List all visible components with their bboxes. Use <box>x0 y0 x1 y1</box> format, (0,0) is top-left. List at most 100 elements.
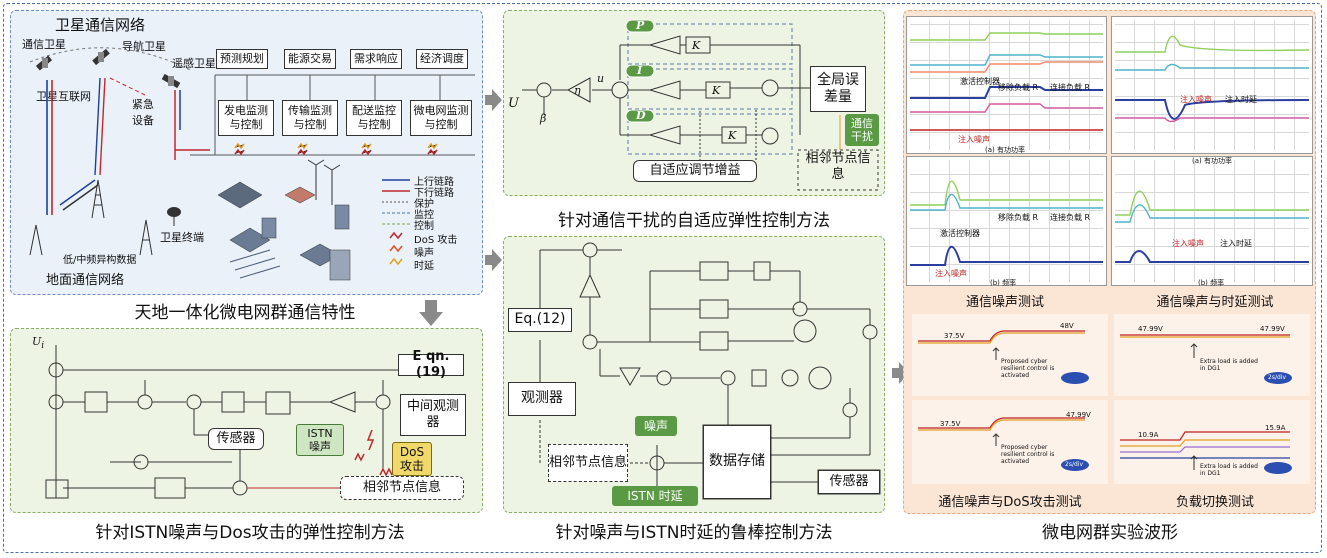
legend-uplink: 上行链路 <box>414 177 454 188</box>
dish-icon <box>167 207 181 226</box>
legend-control: 控制 <box>414 221 434 232</box>
box-demand-response: 需求响应 <box>350 49 402 69</box>
istn-delay-tag: ISTN 时延 <box>612 486 698 506</box>
caption-robust: 针对噪声与ISTN时延的鲁棒控制方法 <box>555 523 833 543</box>
legend-monitor: 监控 <box>414 210 434 221</box>
sensor-box-p4: 传感器 <box>818 470 880 494</box>
data-storage-box: 数据存储 <box>703 425 771 499</box>
tower-icon <box>29 179 153 256</box>
global-error-box: 全局误差量 <box>810 66 866 112</box>
scope1-activate: 激活控制器 <box>960 77 1000 86</box>
legend-noise: 噪声 <box>414 248 434 259</box>
scope3-caption: (b) 频率 <box>990 279 1017 287</box>
figure-frame <box>3 3 1322 553</box>
box-generation-monitor: 发电监测与控制 <box>218 100 274 136</box>
scope4-inject-delay: 注入时延 <box>1220 239 1252 248</box>
kp-symbol: K <box>692 39 701 52</box>
istn-noise-tag: ISTN噪声 <box>296 424 344 456</box>
label-nav-sat: 导航卫星 <box>122 40 166 53</box>
legend-delay: 时延 <box>414 261 434 272</box>
load2-a109: 10.9A <box>1138 431 1159 439</box>
scope1-inject-noise: 注入噪声 <box>958 135 990 144</box>
dos1-v48: 48V <box>1060 322 1074 330</box>
scope4-caption: (b) 频率 <box>1198 279 1225 287</box>
scope3-move-load: 移除负载 R <box>998 213 1039 222</box>
scope1-caption: (a) 有功功率 <box>985 146 1025 154</box>
eq12-box: Eq.(12) <box>508 308 572 332</box>
subcap-noise-delay: 通信噪声与时延测试 <box>1156 295 1274 310</box>
caption-adaptive: 针对通信干扰的自适应弹性控制方法 <box>558 211 830 231</box>
scope1-move-load: 移除负载 R <box>998 83 1039 92</box>
box-energy-trading: 能源交易 <box>284 49 336 69</box>
dos-tag: DoS攻击 <box>392 442 432 476</box>
subcap-noise: 通信噪声测试 <box>965 295 1044 310</box>
label-sat-terminal: 卫星终端 <box>160 231 204 244</box>
pid-label-i: I <box>637 64 643 77</box>
box-forecast-planning: 预测规划 <box>216 49 268 69</box>
neighbor-info-box-p4: 相邻节点信息 <box>548 444 628 482</box>
dos1-proposed: Proposed cyber resilient control is acti… <box>1001 358 1055 379</box>
dos2-proposed: Proposed cyber resilient control is acti… <box>1001 444 1055 465</box>
nav-sat-icon <box>92 48 110 66</box>
pid-label-p: P <box>636 19 645 32</box>
eta-symbol: η <box>574 84 581 97</box>
scope1-connect-load: 连接负载 R <box>1050 83 1091 92</box>
box-distribution-monitor: 配送监控与控制 <box>346 100 402 136</box>
subcap-load: 负载切换测试 <box>1175 495 1254 510</box>
dos2-v375: 37.5V <box>940 420 961 428</box>
scope3-activate: 激活控制器 <box>940 229 980 238</box>
dos2-v4799: 47.99V <box>1066 411 1091 419</box>
load1-time: 2s/div <box>1268 374 1286 381</box>
legend-lines <box>382 179 410 266</box>
scope-noise-power <box>906 16 1107 154</box>
ki-symbol: K <box>712 84 721 97</box>
microgrid-illustration <box>217 181 351 281</box>
label-low-mid-freq: 低/中频异构数据 <box>63 255 137 266</box>
subcap-noise-dos: 通信噪声与DoS攻击测试 <box>938 495 1082 510</box>
ground-network-title: 地面通信网络 <box>46 273 125 288</box>
ui-symbol: U <box>508 96 519 111</box>
beta-symbol: β <box>540 112 547 125</box>
observer-box: 观测器 <box>508 382 576 416</box>
scope4-inject-noise: 注入噪声 <box>1172 239 1204 248</box>
legend-protection: 保护 <box>414 199 434 210</box>
intermediate-observer-box: 中间观测器 <box>400 394 466 436</box>
ui-output-label: Ui <box>32 335 45 352</box>
scope-delay-power <box>1111 16 1313 154</box>
label-comm-sat: 通信卫星 <box>22 38 66 51</box>
legend-dos: DoS 攻击 <box>414 235 458 246</box>
scope2-inject-delay: 注入时延 <box>1225 95 1257 104</box>
load2-a159: 15.9A <box>1265 424 1286 432</box>
load1-v4799-left: 47.99V <box>1138 325 1163 333</box>
comm-sat-icon <box>35 55 53 71</box>
caption-istn-dos: 针对ISTN噪声与Dos攻击的弹性控制方法 <box>95 523 405 543</box>
legend-downlink: 下行链路 <box>414 188 454 199</box>
scope2-inject-noise: 注入噪声 <box>1180 95 1212 104</box>
label-internet-sat: 卫星互联网 <box>36 90 91 103</box>
kd-symbol: K <box>728 129 737 142</box>
box-transmission-monitor: 传输监测与控制 <box>282 100 338 136</box>
caption-network: 天地一体化微电网群通信特性 <box>134 303 356 323</box>
neighbor-info-box: 相邻节点信息 <box>805 150 871 182</box>
sensor-box-p3: 传感器 <box>208 428 264 450</box>
load1-v4799-right: 47.99V <box>1260 325 1285 333</box>
load1-extra-load: Extra load is added in DG1 <box>1200 358 1258 372</box>
scope2-caption: (a) 有功功率 <box>1192 157 1232 165</box>
dos1-v375: 37.5V <box>944 332 965 340</box>
scope3-inject-noise: 注入噪声 <box>935 269 967 278</box>
caption-waveforms: 微电网群实验波形 <box>1042 523 1178 543</box>
noise-tag: 噪声 <box>635 416 677 436</box>
remote-sat-icon <box>161 73 181 89</box>
scope3-connect-load: 连接负载 R <box>1050 213 1091 222</box>
ui-small-symbol: u <box>597 72 605 85</box>
neighbor-info-box-p3: 相邻节点信息 <box>340 476 464 500</box>
label-emergency: 紧急设备 <box>132 98 154 127</box>
adaptive-gain-box: 自适应调节增益 <box>633 160 757 182</box>
